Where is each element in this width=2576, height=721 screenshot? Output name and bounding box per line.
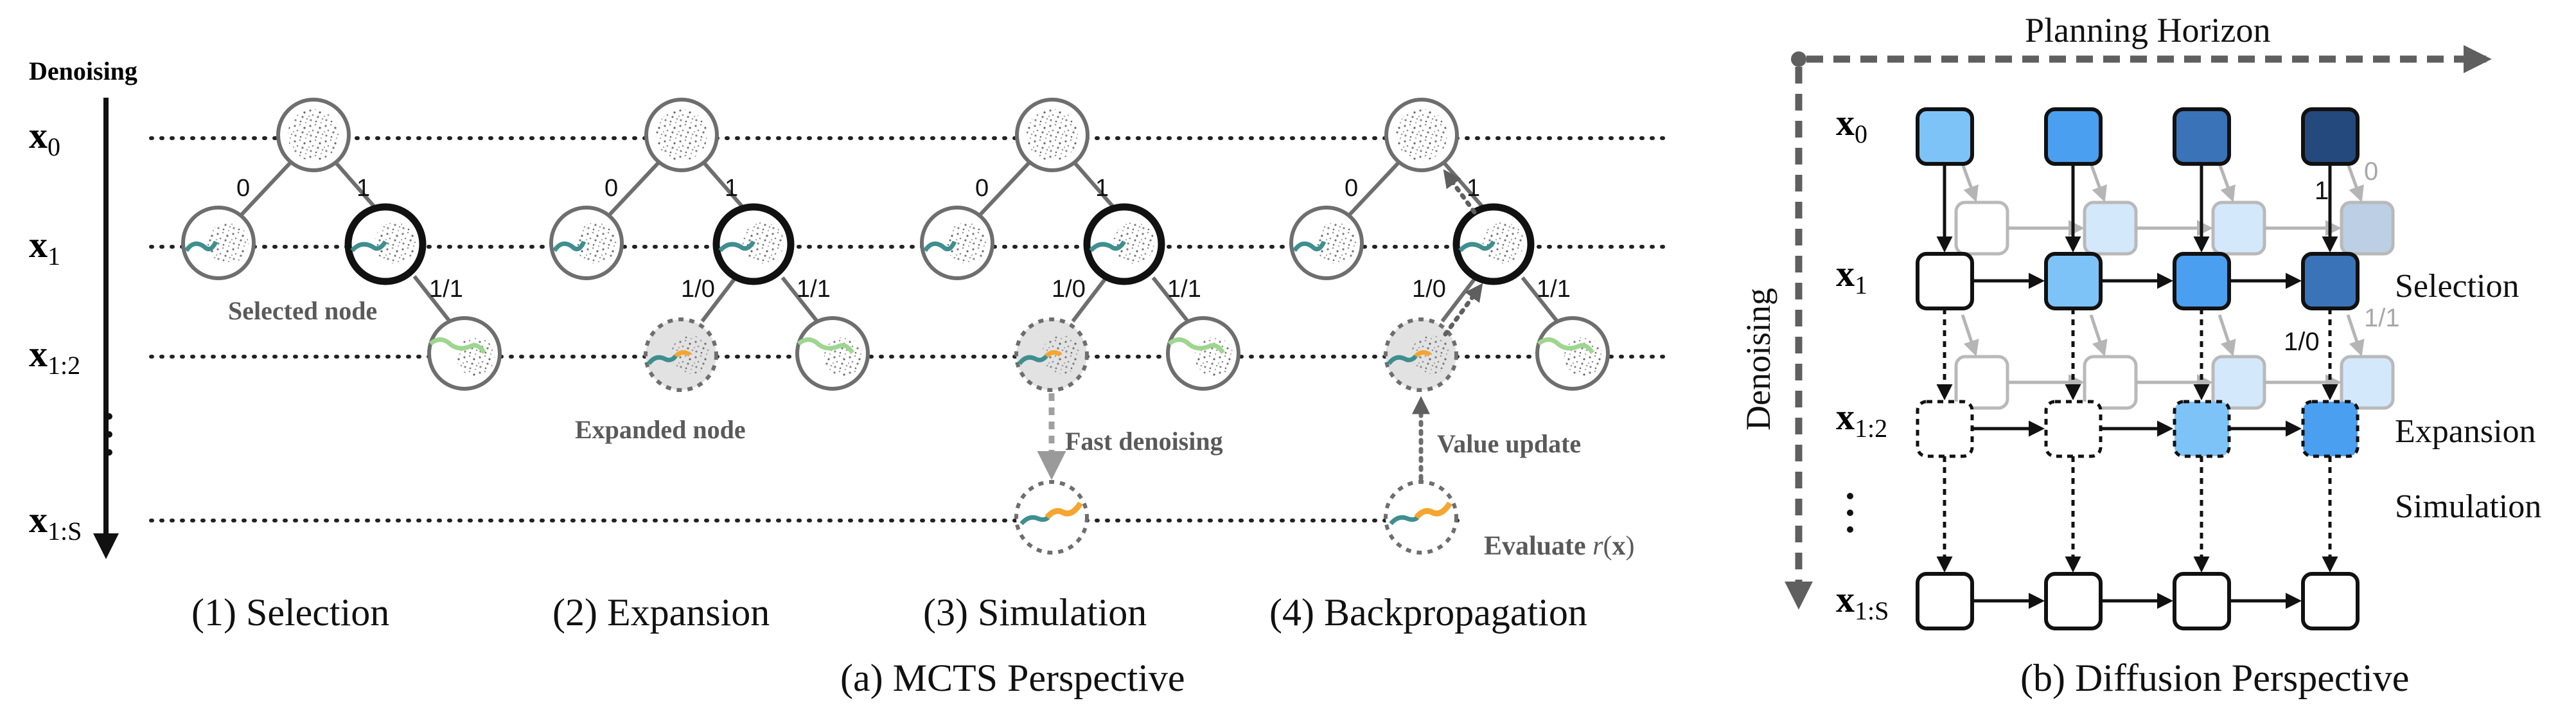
grid-cell-x1-h1 <box>1916 252 1974 310</box>
grid-cell-x0-h3 <box>2173 107 2231 166</box>
caption-b: (b) Diffusion Perspective <box>2020 657 2409 699</box>
edge-label-1-1: 1/1 <box>1537 276 1571 303</box>
caption-a: (a) MCTS Perspective <box>840 657 1185 699</box>
fast-denoising-label: Fast denoising <box>1065 427 1223 456</box>
edge-label-1-0: 1/0 <box>681 276 715 303</box>
evaluate-label: Evaluate r(x) <box>1484 531 1635 561</box>
grid-cell-x1s-h3 <box>2173 572 2231 630</box>
terminal-node <box>1014 480 1089 555</box>
edge-label-0: 0 <box>604 175 618 202</box>
edge-label-0: 0 <box>975 175 989 202</box>
phase-expansion: Expansion <box>2395 413 2536 450</box>
ellipsis-dot <box>106 431 112 438</box>
row-label-x12: x1:2 <box>29 333 80 380</box>
tree-simulation: 0 1 1/0 1/1 Fast denoising <box>920 98 1240 555</box>
grid-cell-x1-h3 <box>2173 252 2231 310</box>
mcts-panel: Denoising x0 x1 x1:2 x1:S <box>29 57 1672 699</box>
grid-label-0: 0 <box>2364 157 2378 186</box>
grid-label-1: 1 <box>2315 177 2329 205</box>
row-label-x0: x0 <box>29 114 60 161</box>
phase-selection: Selection <box>2395 268 2519 305</box>
edge-label-1: 1 <box>357 175 370 202</box>
edge-label-1-1: 1/1 <box>429 276 463 303</box>
trajectory-green <box>428 337 486 354</box>
grid-cell-x0-h1 <box>1916 107 1974 166</box>
edge-label-1: 1 <box>1095 175 1109 202</box>
mcts-denoising-label: Denoising <box>29 57 137 85</box>
vertical-arrows <box>1936 164 2338 573</box>
grid-cell-x1s-h1 <box>1916 572 1974 630</box>
grid-cell-x0-h2 <box>2044 107 2103 166</box>
grid-cell-x12-h1 <box>1916 400 1974 458</box>
edge-label-1-0: 1/0 <box>1052 276 1086 303</box>
svg-text:x1:2: x1:2 <box>1836 396 1887 443</box>
grid-cell-x1-h4 <box>2301 252 2360 310</box>
diffusion-row-labels: x0 x1 x1:2 x1:S <box>1836 102 1889 625</box>
panel-label-expansion: (2) Expansion <box>552 591 770 634</box>
backprop-arrow <box>1443 283 1483 337</box>
grid-cell-x0-h4 <box>2301 107 2360 166</box>
ellipsis-dot <box>106 413 112 420</box>
edge-label-1-1: 1/1 <box>797 276 831 303</box>
axis-origin <box>1791 51 1806 67</box>
expanded-node-label: Expanded node <box>575 415 746 444</box>
svg-text:x0: x0 <box>1836 102 1867 148</box>
diffusion-denoising-label: Denoising <box>1739 288 1778 431</box>
panel-label-selection: (1) Selection <box>191 591 389 634</box>
edge-label-0: 0 <box>236 175 250 202</box>
noise-cloud <box>288 109 339 161</box>
mcts-row-labels: x0 x1 x1:2 x1:S <box>29 114 112 546</box>
row-label-x1: x1 <box>29 224 60 271</box>
horizontal-arrows <box>1972 272 2302 609</box>
edge-label-1-1: 1/1 <box>1167 276 1201 303</box>
diffusion-panel: Planning Horizon Denoising x0 x1 x1:2 x1… <box>1739 11 2541 699</box>
selected-node-label: Selected node <box>228 296 377 325</box>
svg-text:x1: x1 <box>1836 253 1867 299</box>
grid-cell-x1-h2 <box>2044 252 2103 310</box>
edge-label-1: 1 <box>1467 175 1480 202</box>
grid-cell-x1s-h4 <box>2301 572 2360 630</box>
trajectory-orange <box>1045 501 1083 520</box>
ghost-layer <box>1954 163 2395 410</box>
planning-horizon-label: Planning Horizon <box>2025 11 2270 49</box>
edge-label-0: 0 <box>1345 175 1358 202</box>
grid-cell-x12-h4 <box>2301 400 2360 458</box>
grid-cell-x12-h3 <box>2173 400 2231 458</box>
grid-label-1-1: 1/1 <box>2364 304 2400 332</box>
grid-cell-x12-h2 <box>2044 400 2103 458</box>
trajectory-teal <box>184 240 218 253</box>
svg-text:x1:S: x1:S <box>1836 578 1889 625</box>
panel-label-simulation: (3) Simulation <box>923 591 1147 634</box>
grid-label-1-0: 1/0 <box>2284 328 2320 356</box>
tree-selection: 0 1 1/1 Selected node <box>181 98 502 391</box>
panel-label-backpropagation: (4) Backpropagation <box>1269 591 1587 634</box>
grid-cell-x1s-h2 <box>2044 572 2103 630</box>
ellipsis-dot <box>106 449 112 456</box>
tree-backpropagation: 0 1 1/0 1/1 Value update Evaluate r(x) <box>1289 98 1635 561</box>
edge-label-1: 1 <box>725 175 738 202</box>
edge-label-1-0: 1/0 <box>1412 276 1446 303</box>
backprop-arrow <box>1443 169 1477 215</box>
phase-simulation: Simulation <box>2395 488 2541 525</box>
row-label-x1s: x1:S <box>29 499 82 546</box>
value-update-label: Value update <box>1437 429 1581 458</box>
tree-expansion: 0 1 1/0 1/1 Expanded node <box>549 98 870 444</box>
